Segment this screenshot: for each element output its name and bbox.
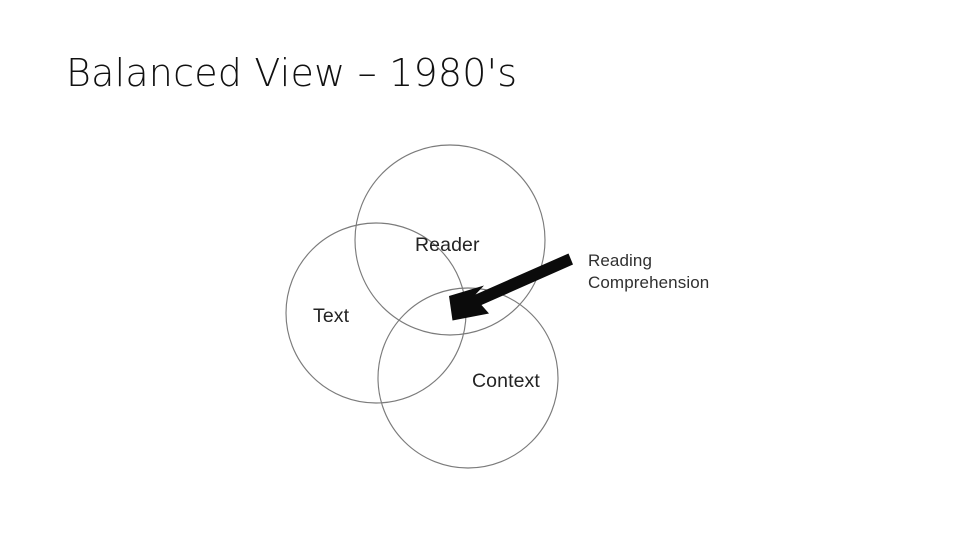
circle-context	[377, 287, 559, 469]
callout-label-line2: Comprehension	[588, 273, 709, 292]
circle-reader	[354, 144, 546, 336]
reading-comprehension-arrow-icon	[449, 253, 573, 321]
circle-label-text: Text	[313, 305, 350, 327]
callout-label-line1: Reading	[588, 251, 652, 270]
page-title: Balanced View – 1980's	[66, 51, 518, 95]
circle-label-reader: Reader	[415, 234, 480, 256]
circle-label-context: Context	[472, 370, 540, 392]
